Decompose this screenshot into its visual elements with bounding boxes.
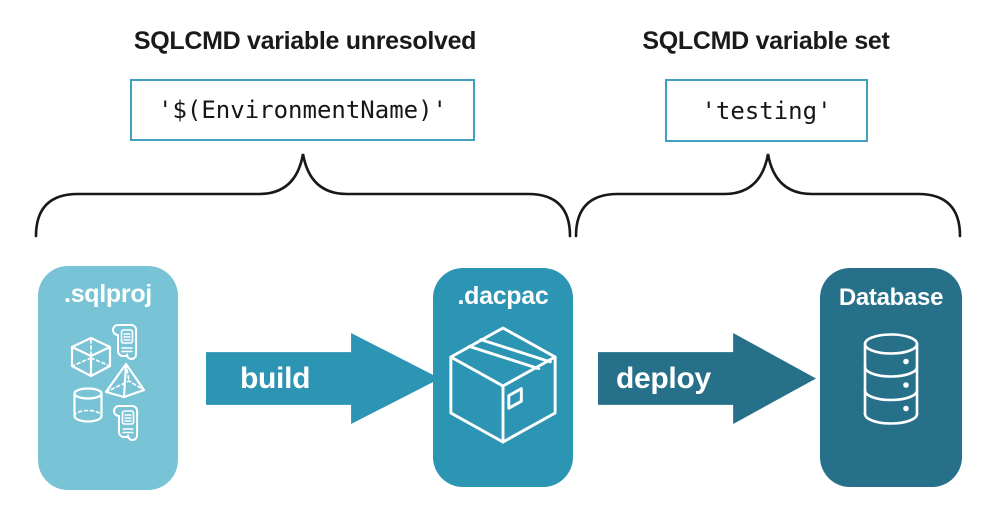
package-box-icon (449, 326, 557, 444)
right-annotation-title: SQLCMD variable set (642, 27, 890, 55)
scroll-icon (113, 404, 139, 441)
set-variable-code-box: 'testing' (665, 79, 868, 142)
build-arrow: build (206, 333, 440, 424)
deploy-arrow-label: deploy (616, 361, 711, 395)
cube-icon (70, 336, 112, 378)
cylinder-icon (73, 387, 103, 423)
unresolved-variable-code-box: '$(EnvironmentName)' (130, 79, 475, 141)
build-arrow-label: build (240, 361, 311, 395)
right-curly-brace (574, 153, 962, 238)
node-dacpac: .dacpac (433, 268, 573, 487)
pyramid-icon (104, 362, 146, 398)
unresolved-variable-code: '$(EnvironmentName)' (158, 96, 447, 124)
left-annotation-title: SQLCMD variable unresolved (133, 27, 477, 55)
scroll-icon (112, 323, 138, 360)
node-database: Database (820, 268, 962, 487)
left-curly-brace (34, 153, 572, 238)
deploy-arrow: deploy (598, 333, 816, 424)
database-cylinder-icon (863, 333, 919, 425)
node-sqlproj: .sqlproj (38, 266, 178, 490)
node-dacpac-label: .dacpac (457, 282, 549, 310)
node-sqlproj-label: .sqlproj (64, 280, 152, 308)
node-database-label: Database (838, 284, 944, 311)
set-variable-code: 'testing' (701, 96, 832, 125)
